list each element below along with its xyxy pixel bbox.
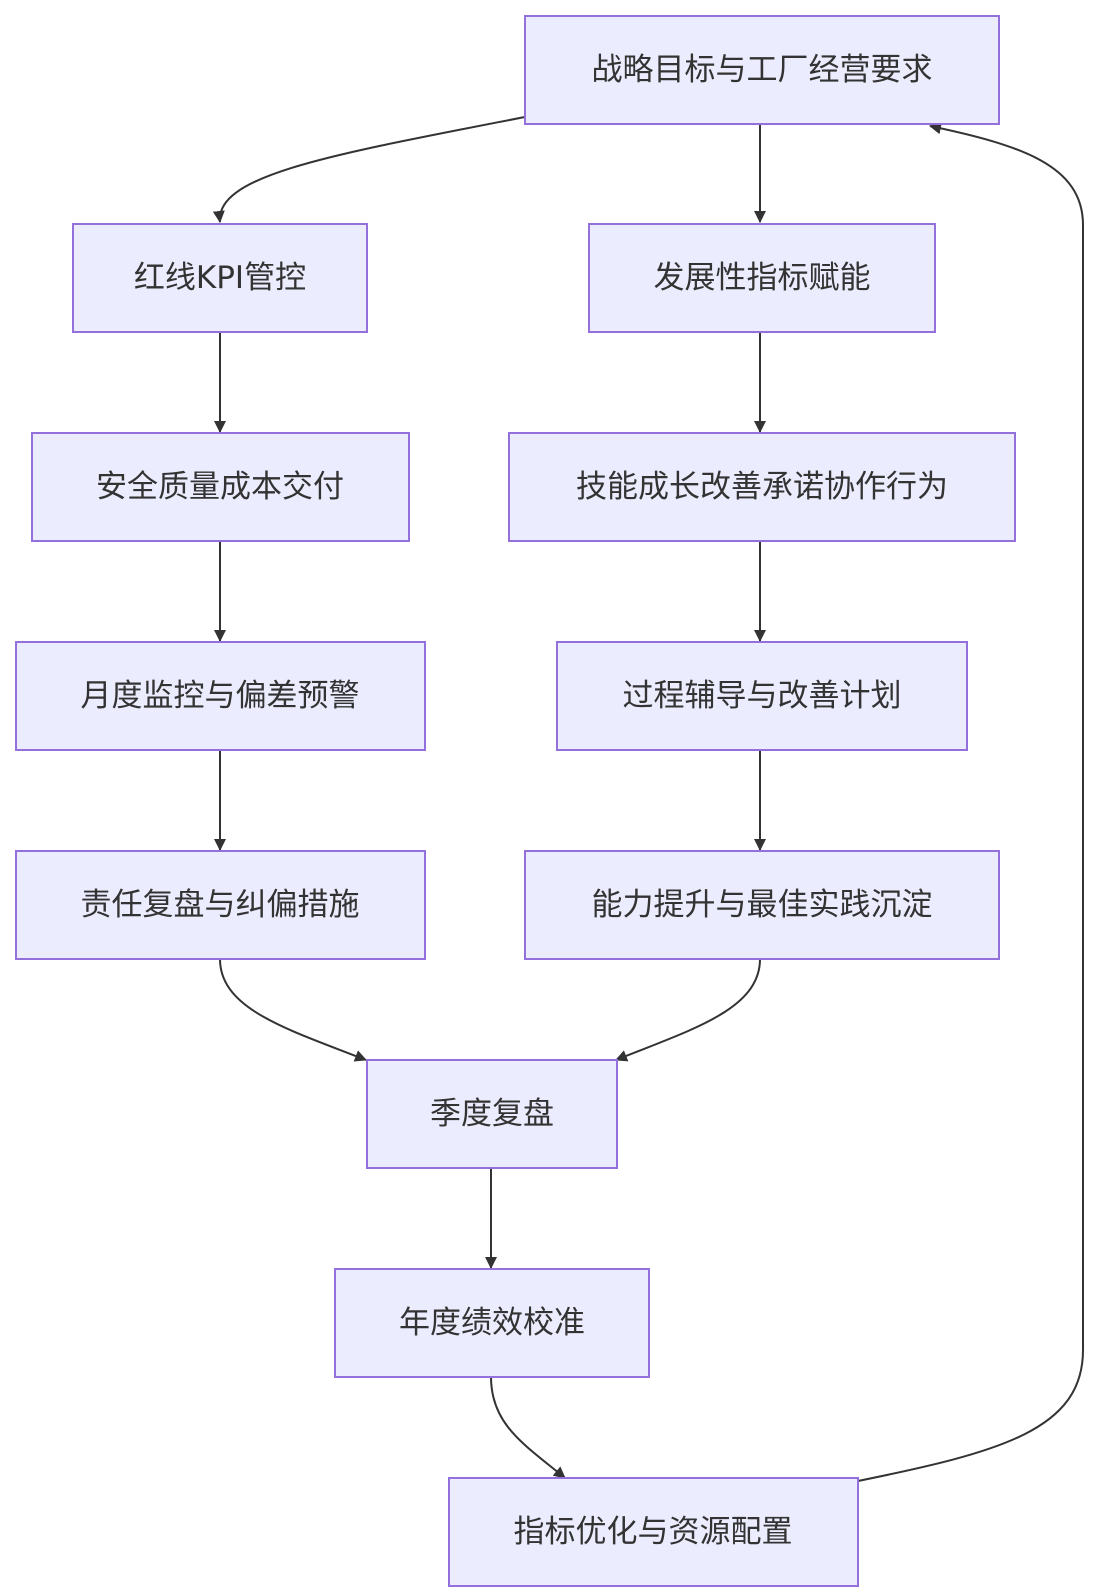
node-sqcd: 安全质量成本交付 — [31, 432, 410, 542]
edge-accountability-to-quarterly — [219, 958, 367, 1062]
node-skills-label: 技能成长改善承诺协作行为 — [576, 469, 948, 505]
node-development-label: 发展性指标赋能 — [654, 260, 871, 296]
node-quarterly-review-label: 季度复盘 — [430, 1096, 554, 1132]
node-coaching: 过程辅导与改善计划 — [556, 641, 968, 751]
edge-annual-to-optimization — [490, 1376, 566, 1479]
edge-strategy-to-redline — [212, 116, 526, 223]
node-monthly-monitor: 月度监控与偏差预警 — [15, 641, 426, 751]
node-development: 发展性指标赋能 — [588, 223, 936, 333]
node-capability: 能力提升与最佳实践沉淀 — [524, 850, 1000, 960]
node-skills: 技能成长改善承诺协作行为 — [508, 432, 1016, 542]
node-optimization-label: 指标优化与资源配置 — [514, 1514, 793, 1550]
node-sqcd-label: 安全质量成本交付 — [96, 469, 344, 505]
node-capability-label: 能力提升与最佳实践沉淀 — [592, 887, 933, 923]
node-strategy: 战略目标与工厂经营要求 — [524, 15, 1000, 125]
edge-capability-to-quarterly — [615, 958, 761, 1062]
node-coaching-label: 过程辅导与改善计划 — [623, 678, 902, 714]
node-strategy-label: 战略目标与工厂经营要求 — [592, 52, 933, 88]
edge-optimization-to-strategy — [857, 122, 1084, 1482]
node-redline-kpi-label: 红线KPI管控 — [134, 260, 306, 296]
node-quarterly-review: 季度复盘 — [366, 1059, 618, 1169]
node-annual-calibration: 年度绩效校准 — [334, 1268, 650, 1378]
node-accountability: 责任复盘与纠偏措施 — [15, 850, 426, 960]
node-optimization: 指标优化与资源配置 — [448, 1477, 859, 1587]
node-monthly-monitor-label: 月度监控与偏差预警 — [81, 678, 360, 714]
edges — [212, 116, 1084, 1482]
node-accountability-label: 责任复盘与纠偏措施 — [81, 887, 360, 923]
node-annual-calibration-label: 年度绩效校准 — [399, 1305, 585, 1341]
node-redline-kpi: 红线KPI管控 — [72, 223, 368, 333]
